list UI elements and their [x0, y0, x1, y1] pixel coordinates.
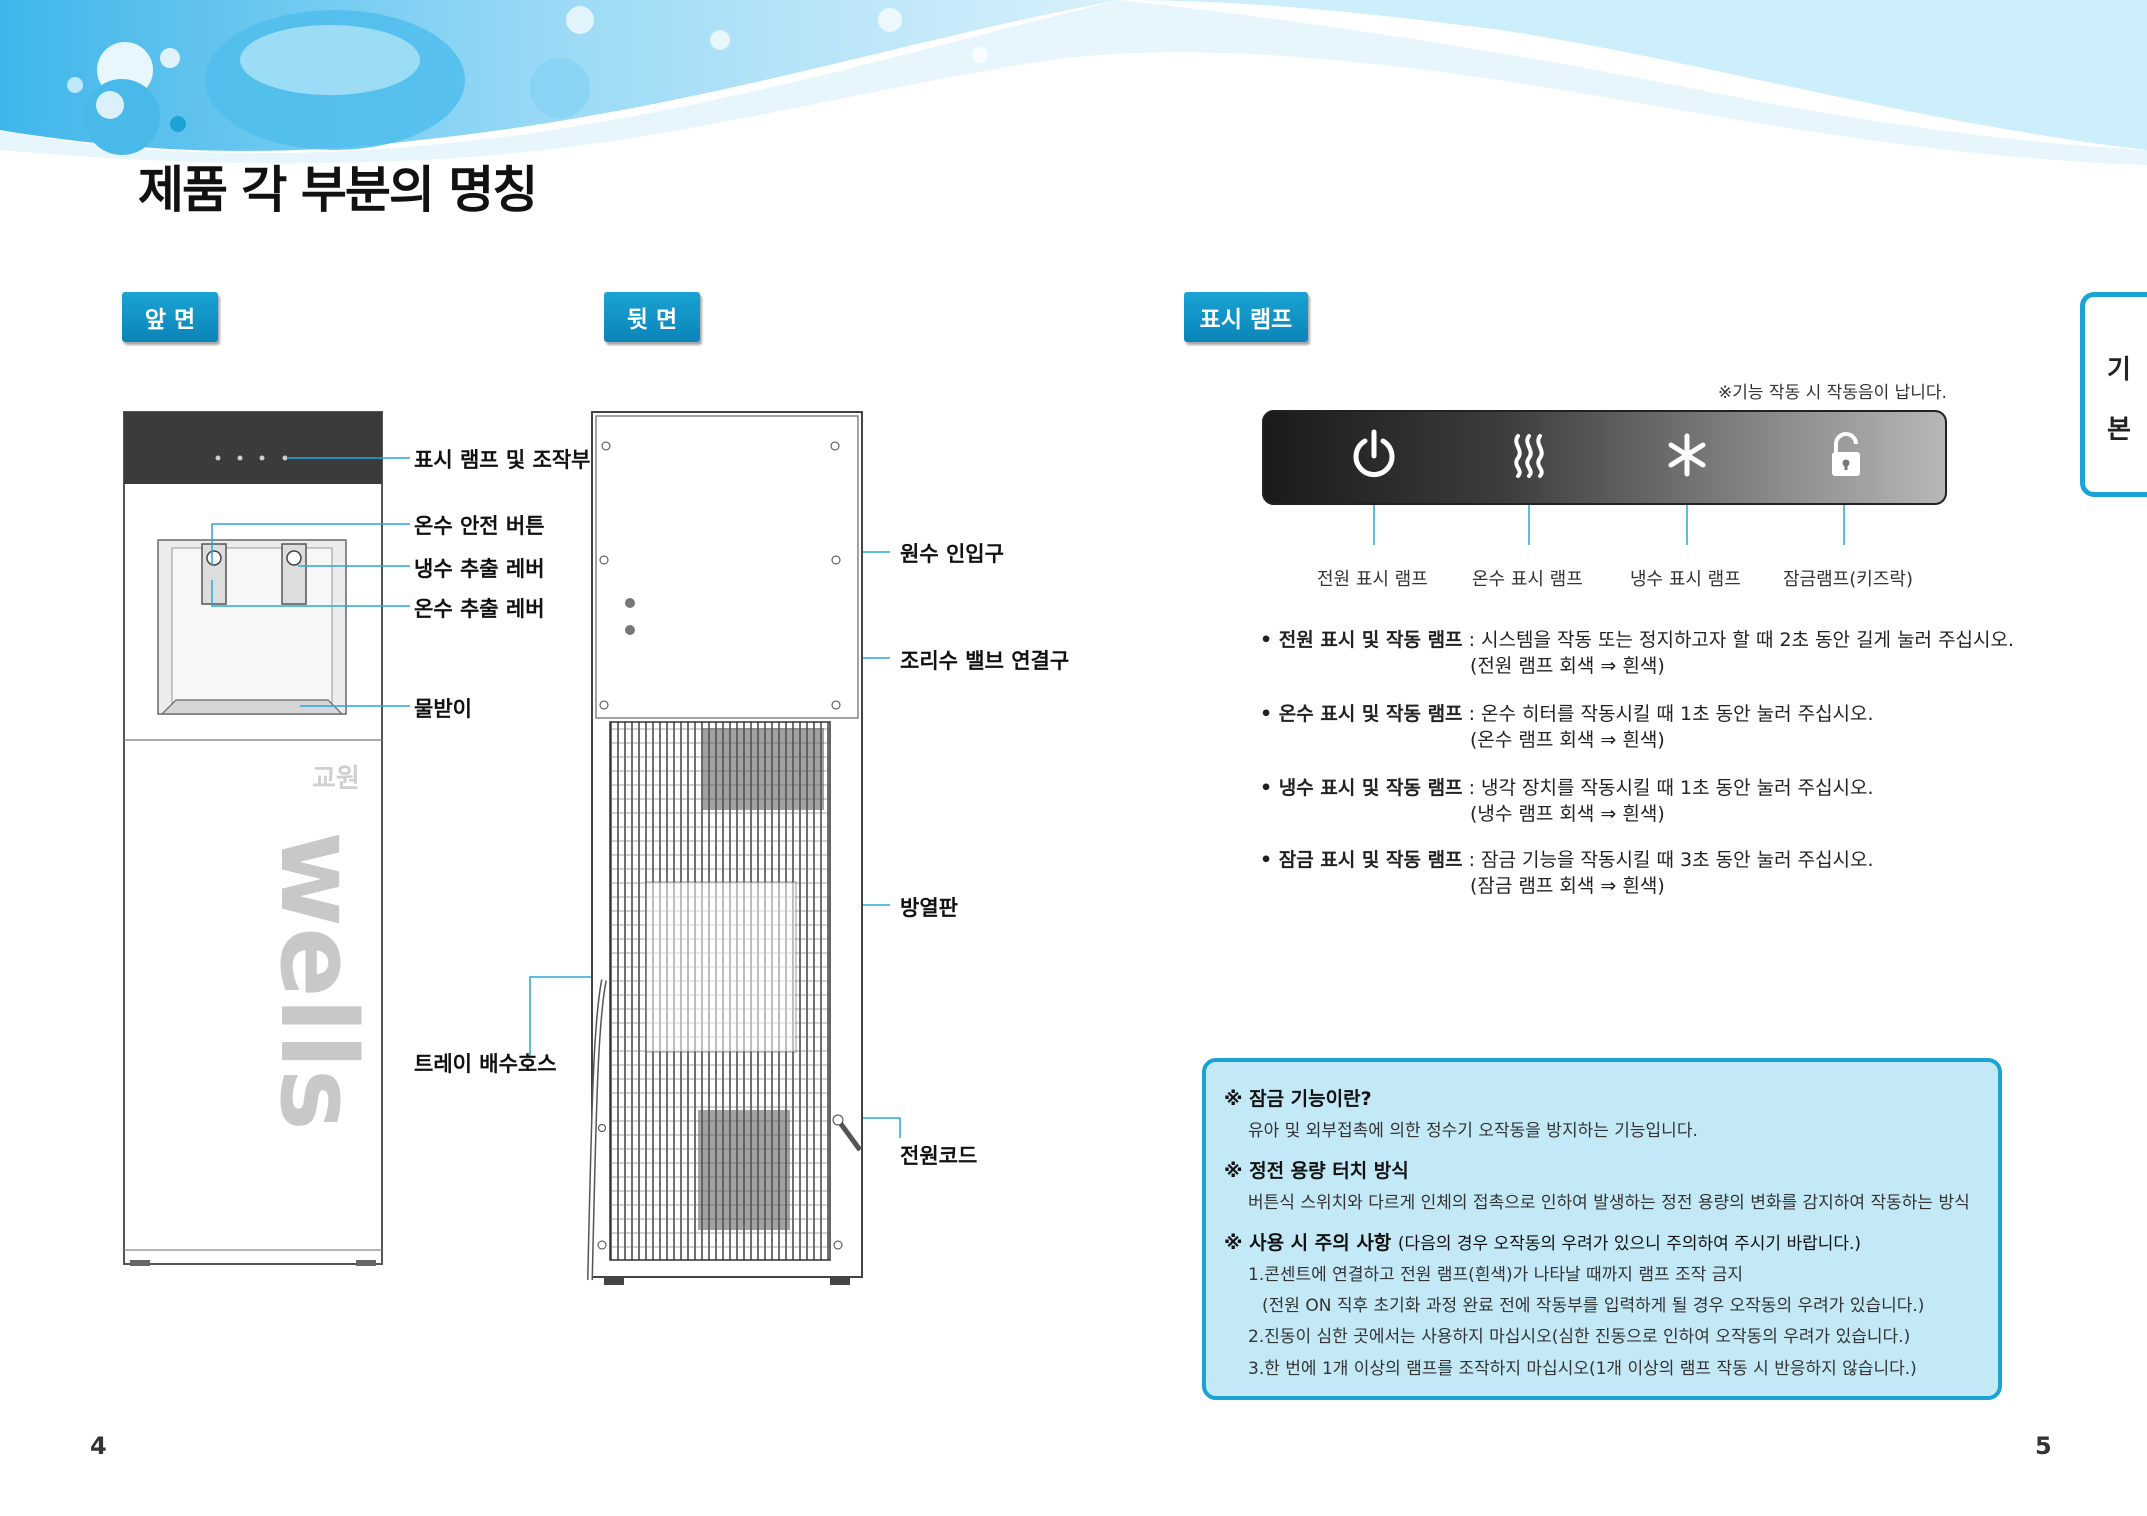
brand-small-text: 교원	[312, 764, 360, 794]
front-view-illustration	[123, 411, 383, 1266]
heat-icon	[1514, 434, 1544, 478]
bullet-power: • 전원 표시 및 작동 램프 : 시스템을 작동 또는 정지하고자 할 때 2…	[1260, 625, 2015, 677]
side-tab-char-2: 본	[2107, 415, 2131, 445]
info-caution-heading: ※ 사용 시 주의 사항 (다음의 경우 오작동의 우려가 있으니 주의하여 주…	[1224, 1228, 1861, 1255]
info-lock-text: 유아 및 외부접촉에 의한 정수기 오작동을 방지하는 기능입니다.	[1248, 1121, 1698, 1141]
lamp-label-cold: 냉수 표시 램프	[1630, 569, 1741, 590]
lamp-label-lock: 잠금램프(키즈락)	[1783, 569, 1913, 590]
bullet-power-text: : 시스템을 작동 또는 정지하고자 할 때 2초 동안 길게 눌러 주십시오.	[1462, 629, 2015, 651]
label-lamp-control: 표시 램프 및 조작부	[414, 448, 591, 472]
label-drip-tray: 물받이	[414, 697, 472, 721]
bullet-hot-sub: (온수 램프 회색 ⇒ 흰색)	[1470, 729, 1665, 751]
label-hot-safety-button: 온수 안전 버튼	[414, 514, 545, 538]
bullet-lock: • 잠금 표시 및 작동 램프 : 잠금 기능을 작동시킬 때 3초 동안 눌러…	[1260, 845, 1874, 897]
bullet-cold-text: : 냉각 장치를 작동시킬 때 1초 동안 눌러 주십시오.	[1462, 777, 1874, 799]
bullet-hot-text: : 온수 히터를 작동시킬 때 1초 동안 눌러 주십시오.	[1462, 703, 1874, 725]
bullet-hot: • 온수 표시 및 작동 램프 : 온수 히터를 작동시킬 때 1초 동안 눌러…	[1260, 699, 1874, 751]
lamp-label-power: 전원 표시 램프	[1317, 569, 1428, 590]
side-chapter-tab: 기 본	[2080, 292, 2147, 497]
info-caution-2: 2.진동이 심한 곳에서는 사용하지 마십시오(심한 진동으로 인하여 오작동의…	[1248, 1327, 1911, 1347]
side-tab-char-1: 기	[2107, 355, 2131, 385]
label-cold-lever: 냉수 추출 레버	[414, 557, 545, 581]
lamp-control-panel	[1262, 410, 1947, 505]
lamp-label-hot: 온수 표시 램프	[1472, 569, 1583, 590]
info-caution-1: 1.콘센트에 연결하고 전원 램프(흰색)가 나타날 때까지 램프 조작 금지	[1248, 1265, 1743, 1285]
page-number-right: 5	[2035, 1432, 2052, 1460]
section-tab-back: 뒷 면	[604, 292, 700, 342]
label-radiator: 방열판	[900, 896, 958, 920]
lamp-sound-note: ※기능 작동 시 작동음이 납니다.	[1718, 383, 1947, 403]
back-view-illustration	[587, 411, 863, 1285]
bullet-lock-sub: (잠금 램프 회색 ⇒ 흰색)	[1470, 875, 1665, 897]
bullet-lock-head: • 잠금 표시 및 작동 램프	[1260, 849, 1463, 871]
info-caution-3: 3.한 번에 1개 이상의 램프를 조작하지 마십시오(1개 이상의 램프 작동…	[1248, 1359, 1917, 1379]
info-touch-text: 버튼식 스위치와 다르게 인체의 접촉으로 인하여 발생하는 정전 용량의 변화…	[1248, 1193, 1970, 1213]
bullet-lock-text: : 잠금 기능을 작동시킬 때 3초 동안 눌러 주십시오.	[1462, 849, 1874, 871]
info-touch-title: ※ 정전 용량 터치 방식	[1224, 1160, 1409, 1182]
section-tab-front: 앞 면	[122, 292, 218, 342]
bullet-power-sub: (전원 램프 회색 ⇒ 흰색)	[1470, 655, 1665, 677]
label-cook-valve: 조리수 밸브 연결구	[900, 649, 1070, 673]
info-caution-1b: (전원 ON 직후 초기화 과정 완료 전에 작동부를 입력하게 될 경우 오작…	[1262, 1296, 1925, 1316]
bullet-cold-head: • 냉수 표시 및 작동 램프	[1260, 777, 1463, 799]
power-icon	[1353, 429, 1395, 478]
label-power-cord: 전원코드	[900, 1144, 978, 1168]
bullet-power-head: • 전원 표시 및 작동 램프	[1260, 629, 1463, 651]
page-title: 제품 각 부분의 명칭	[138, 161, 538, 219]
info-lock-title: ※ 잠금 기능이란?	[1224, 1088, 1372, 1110]
section-tab-lamps: 표시 램프	[1184, 292, 1308, 342]
label-tray-hose: 트레이 배수호스	[414, 1052, 557, 1076]
snowflake-icon	[1668, 433, 1706, 477]
info-caution-title: ※ 사용 시 주의 사항	[1224, 1232, 1392, 1254]
bullet-cold-sub: (냉수 램프 회색 ⇒ 흰색)	[1470, 803, 1665, 825]
lock-icon	[1832, 432, 1860, 476]
bullet-cold: • 냉수 표시 및 작동 램프 : 냉각 장치를 작동시킬 때 1초 동안 눌러…	[1260, 773, 1874, 825]
label-water-inlet: 원수 인입구	[900, 542, 1004, 566]
info-caution-note: (다음의 경우 오작동의 우려가 있으니 주의하여 주시기 바랍니다.)	[1397, 1234, 1862, 1254]
info-box: ※ 잠금 기능이란? 유아 및 외부접촉에 의한 정수기 오작동을 방지하는 기…	[1202, 1058, 2002, 1400]
header-wave-banner	[0, 0, 2147, 165]
bullet-hot-head: • 온수 표시 및 작동 램프	[1260, 703, 1463, 725]
label-hot-lever: 온수 추출 레버	[414, 597, 545, 621]
page-number-left: 4	[90, 1432, 107, 1460]
